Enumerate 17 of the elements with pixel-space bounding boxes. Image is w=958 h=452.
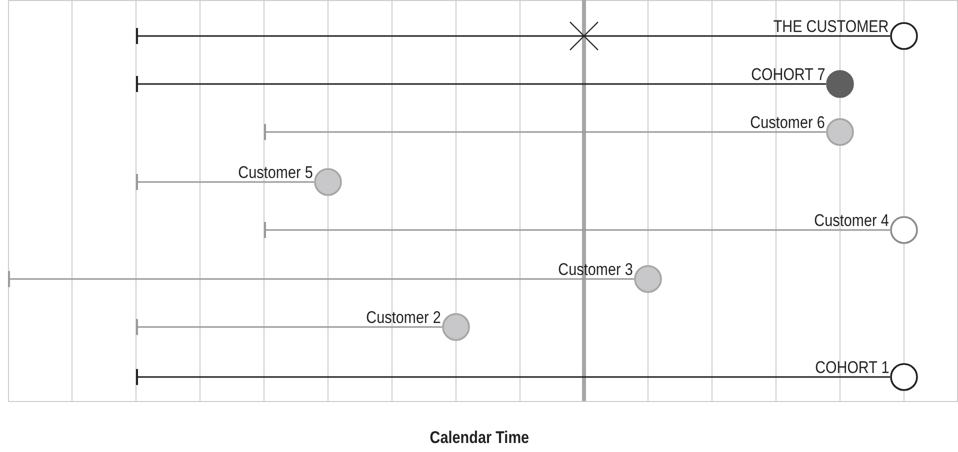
customer-label: COHORT 7 <box>750 66 825 84</box>
timeline-line <box>264 222 890 238</box>
customer-label: Customer 2 <box>366 309 441 327</box>
customer-label: THE CUSTOMER <box>774 18 889 36</box>
customer-label: COHORT 1 <box>814 359 889 377</box>
timeline-line <box>136 76 826 92</box>
timeline-line <box>264 124 826 140</box>
customer-label: Customer 4 <box>814 212 889 230</box>
timeline-line <box>8 271 634 287</box>
timeline-line <box>136 319 442 335</box>
customer-label: Customer 3 <box>558 261 633 279</box>
timeline-line <box>136 174 314 190</box>
timeline-line <box>136 28 890 44</box>
axis-caption: Calendar Time <box>429 428 529 448</box>
timeline-line <box>136 369 890 385</box>
customer-label: Customer 6 <box>750 114 825 132</box>
customer-label: Customer 5 <box>238 164 313 182</box>
